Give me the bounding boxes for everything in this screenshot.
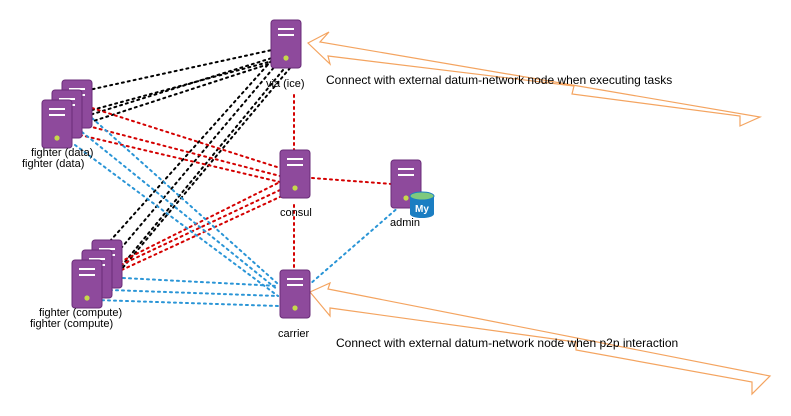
link-fighter-compute-consul: [99, 195, 283, 281]
carrier-server-icon: [279, 269, 311, 319]
link-fighter-compute-via: [109, 69, 284, 281]
arrow-bottom: [309, 281, 772, 396]
link-consul-admin: [311, 177, 393, 185]
admin-label: admin: [390, 217, 420, 229]
link-fighter-data-carrier: [91, 117, 279, 285]
link-fighter-data-via: [74, 49, 273, 94]
carrier-label: carrier: [278, 328, 310, 340]
mysql-database-icon: My: [409, 191, 435, 218]
link-fighter-data-carrier: [81, 131, 279, 291]
link-fighter-data-via: [79, 57, 273, 119]
link-admin-carrier: [309, 205, 401, 285]
fighter-compute-stack-icon: [71, 239, 123, 309]
link-fighter-compute-carrier: [109, 289, 279, 297]
link-fighter-compute-consul: [109, 189, 281, 271]
connection-links: [71, 49, 401, 307]
consul-label: consul: [280, 207, 312, 219]
link-fighter-data-consul: [91, 107, 281, 169]
link-fighter-data-via: [91, 59, 277, 111]
link-fighter-compute-via: [101, 59, 273, 251]
consul-server-icon: [279, 149, 311, 199]
link-fighter-compute-carrier: [95, 299, 279, 307]
link-fighter-compute-consul: [119, 181, 281, 263]
via-server-icon: [270, 19, 302, 69]
annotation-top: Connect with external datum-network node…: [326, 73, 673, 87]
fighter-data-label-back: fighter (data): [31, 147, 94, 159]
link-fighter-data-consul: [87, 125, 281, 177]
link-fighter-data-via: [71, 62, 273, 129]
arrow-top: [306, 31, 763, 127]
annotation-bottom: Connect with external datum-network node…: [336, 336, 679, 350]
link-fighter-compute-carrier: [122, 277, 279, 287]
link-fighter-data-consul: [79, 134, 281, 183]
mysql-badge-text: My: [415, 204, 429, 215]
via-label: via (ice): [266, 78, 305, 90]
fighter-data-label-front: fighter (data): [22, 158, 85, 170]
link-fighter-data-carrier: [74, 144, 279, 297]
fighter-data-stack-icon: [41, 79, 93, 149]
fighter-compute-label-back: fighter (compute): [39, 307, 123, 319]
fighter-compute-label-front: fighter (compute): [30, 318, 114, 330]
